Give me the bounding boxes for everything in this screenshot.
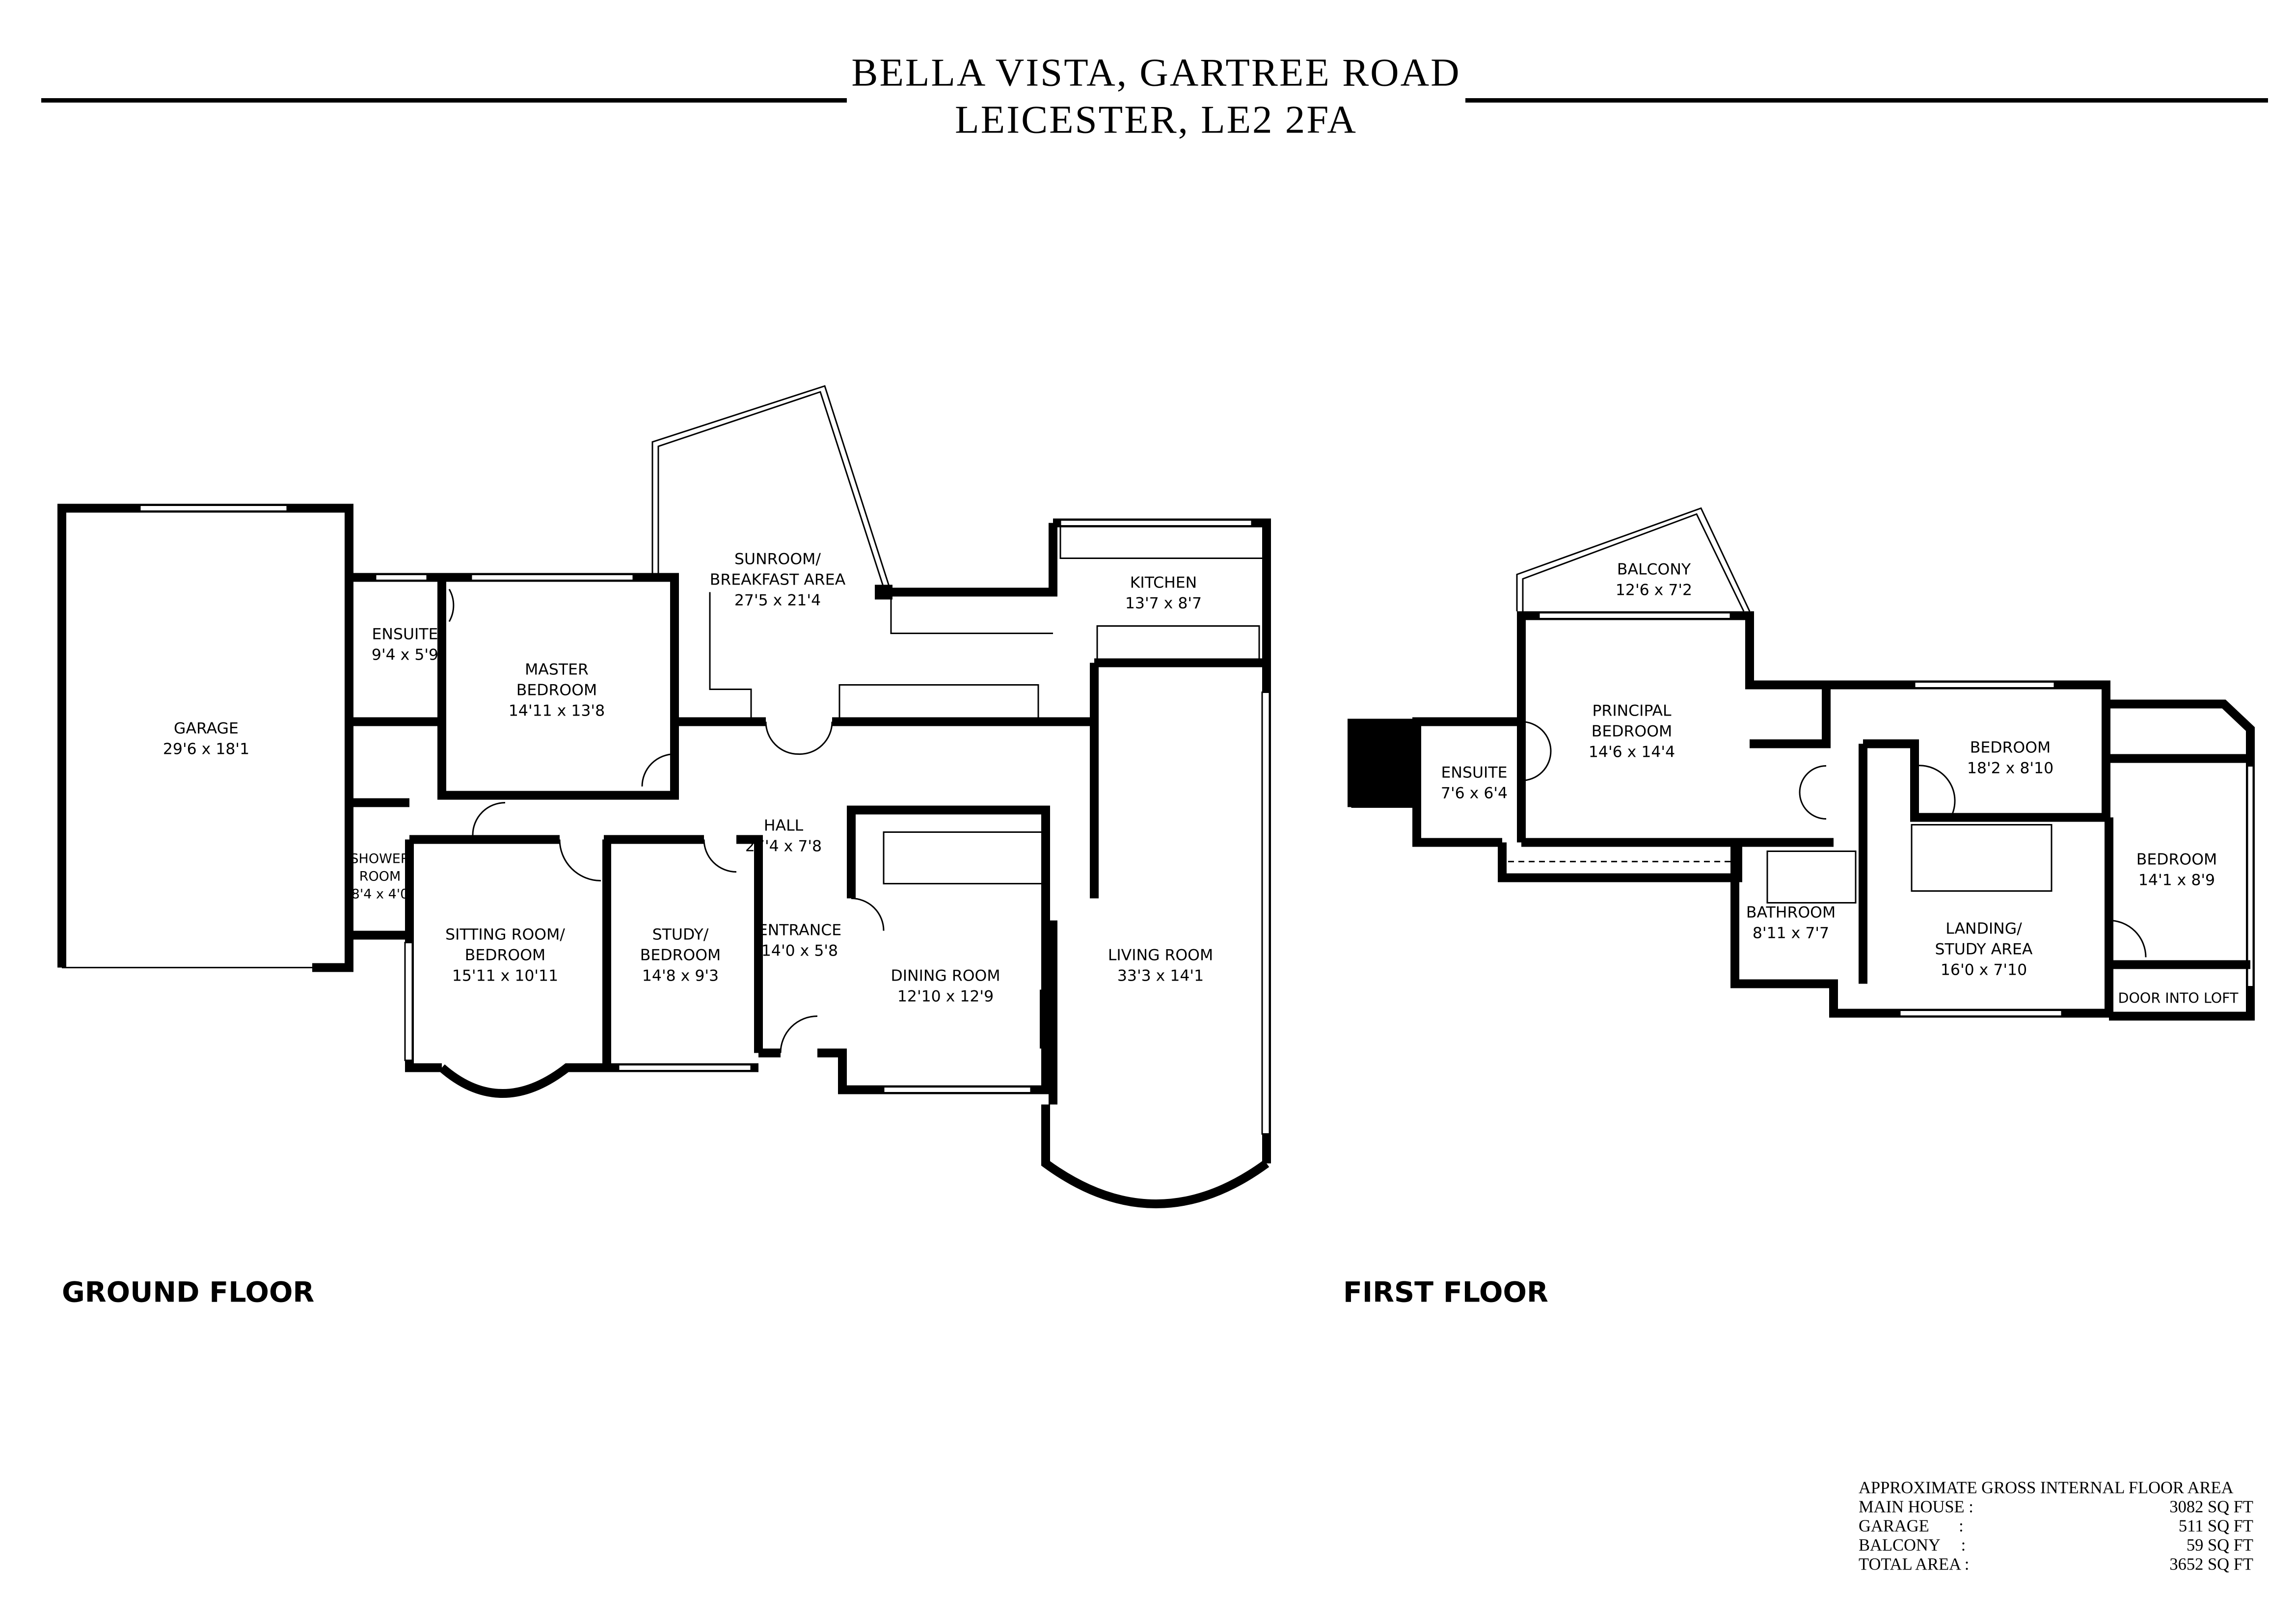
area-table: APPROXIMATE GROSS INTERNAL FLOOR AREA MA…: [1859, 1479, 2253, 1574]
garage-label: GARAGE: [174, 720, 239, 738]
dining-room-dims: 12'10 x 12'9: [897, 988, 994, 1006]
dining-room-label: DINING ROOM: [891, 967, 1000, 985]
study-dims: 14'8 x 9'3: [642, 967, 719, 985]
property-address: LEICESTER, LE2 2FA: [955, 98, 1357, 142]
landing-label-2: STUDY AREA: [1935, 941, 2033, 958]
master-bedroom-dims: 14'11 x 13'8: [509, 702, 605, 720]
landing-label: LANDING/: [1945, 920, 2022, 938]
first-floor-title: FIRST FLOOR: [1343, 1277, 1548, 1309]
first-ensuite-label: ENSUITE: [1441, 764, 1508, 782]
bedroom-3-dims: 14'1 x 8'9: [2138, 872, 2215, 889]
sitting-room-label: SITTING ROOM/: [445, 926, 565, 944]
bedroom-2-label: BEDROOM: [1970, 739, 2051, 757]
first-floor-plan: [1348, 507, 2255, 1021]
bedroom-3-label: BEDROOM: [2136, 851, 2217, 869]
first-ensuite-dims: 7'6 x 6'4: [1441, 785, 1508, 802]
bathroom-dims: 8'11 x 7'7: [1753, 925, 1829, 942]
area-row-label: BALCONY :: [1859, 1536, 1966, 1555]
living-room-label: LIVING ROOM: [1108, 947, 1213, 964]
hall-label: HALL: [764, 817, 804, 835]
kitchen-dims: 13'7 x 8'7: [1125, 595, 1202, 612]
balcony-label: BALCONY: [1617, 561, 1691, 579]
ensuite-dims: 9'4 x 5'9: [372, 646, 438, 664]
study-label: STUDY/: [652, 926, 709, 944]
shower-room-dims: 8'4 x 4'0: [351, 887, 409, 902]
ensuite-label: ENSUITE: [372, 626, 438, 643]
ground-floor-title: GROUND FLOOR: [62, 1277, 314, 1309]
garage-dims: 29'6 x 18'1: [163, 741, 249, 758]
master-bedroom-label: MASTER: [525, 661, 589, 679]
area-row-label: GARAGE :: [1859, 1517, 1964, 1536]
area-row-value: 511 SQ FT: [2179, 1517, 2253, 1536]
area-row-label: TOTAL AREA :: [1859, 1555, 1969, 1574]
entrance-dims: 14'0 x 5'8: [761, 942, 838, 960]
shower-room-label: SHOWER: [350, 851, 409, 867]
bathroom-label: BATHROOM: [1746, 904, 1836, 922]
ground-floor-plan: [57, 385, 1271, 1208]
landing-dims: 16'0 x 7'10: [1941, 961, 2027, 979]
principal-bedroom-dims: 14'6 x 14'4: [1589, 744, 1675, 761]
living-room-dims: 33'3 x 14'1: [1117, 967, 1204, 985]
sunroom-label-2: BREAKFAST AREA: [710, 571, 846, 589]
area-row-value: 3652 SQ FT: [2169, 1555, 2253, 1574]
area-table-title: APPROXIMATE GROSS INTERNAL FLOOR AREA: [1859, 1479, 2234, 1497]
study-label-2: BEDROOM: [640, 947, 721, 964]
first-floor-labels: BALCONY 12'6 x 7'2 PRINCIPAL BEDROOM 14'…: [1441, 561, 2239, 1007]
hall-dims: 27'4 x 7'8: [745, 838, 822, 855]
master-bedroom-label-2: BEDROOM: [516, 682, 597, 699]
principal-bedroom-label: PRINCIPAL: [1592, 702, 1672, 720]
kitchen-label: KITCHEN: [1130, 574, 1197, 592]
ground-floor-labels: GARAGE 29'6 x 18'1 ENSUITE 9'4 x 5'9 MAS…: [163, 551, 1213, 1006]
entrance-label: ENTRANCE: [758, 922, 841, 939]
bedroom-2-dims: 18'2 x 8'10: [1967, 760, 2053, 777]
sitting-room-dims: 15'11 x 10'11: [452, 967, 558, 985]
sitting-room-label-2: BEDROOM: [465, 947, 545, 964]
principal-bedroom-label-2: BEDROOM: [1592, 723, 1672, 741]
sunroom-dims: 27'5 x 21'4: [734, 592, 821, 610]
area-row-value: 59 SQ FT: [2187, 1536, 2253, 1555]
header: BELLA VISTA, GARTREE ROAD LEICESTER, LE2…: [41, 51, 2268, 142]
loft-door-label: DOOR INTO LOFT: [2118, 990, 2239, 1007]
sunroom-label: SUNROOM/: [734, 551, 821, 568]
area-row-label: MAIN HOUSE :: [1859, 1498, 1973, 1517]
balcony-dims: 12'6 x 7'2: [1616, 582, 1692, 599]
property-name: BELLA VISTA, GARTREE ROAD: [851, 51, 1460, 95]
area-row-value: 3082 SQ FT: [2169, 1498, 2253, 1517]
shower-room-label-2: ROOM: [359, 869, 401, 884]
